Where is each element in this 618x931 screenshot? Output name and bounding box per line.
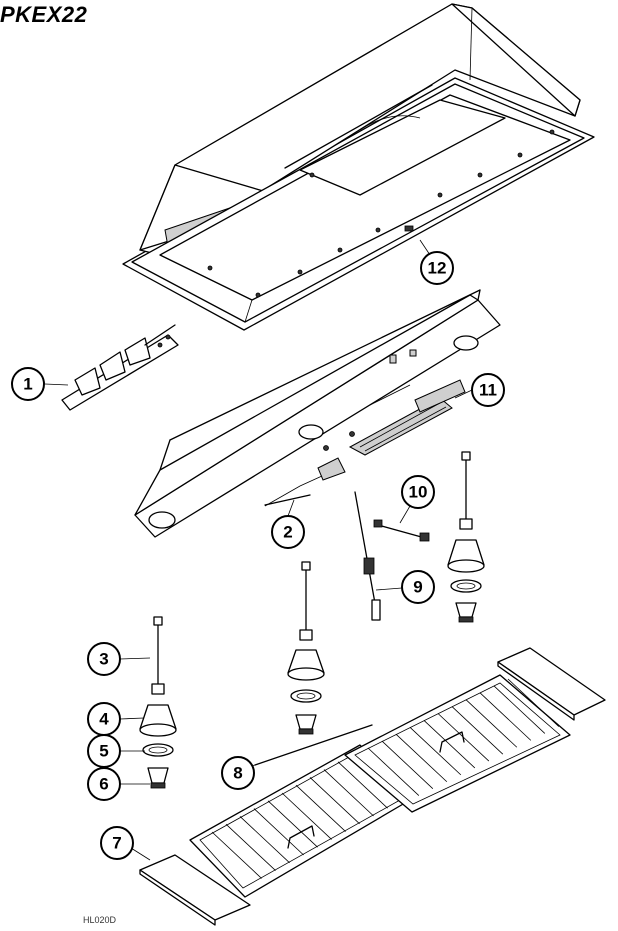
callout-2: 2 xyxy=(271,515,305,549)
light-assembly-right xyxy=(447,451,485,623)
callout-9: 9 xyxy=(401,570,435,604)
light-assembly-left xyxy=(139,616,177,789)
wire-harness-9 xyxy=(354,491,381,621)
svg-text:5: 5 xyxy=(99,742,108,761)
model-title: PKEX22 xyxy=(0,2,88,27)
callout-5: 5 xyxy=(87,734,121,768)
callout-10: 10 xyxy=(401,475,435,509)
callout-11: 11 xyxy=(471,373,505,407)
svg-text:8: 8 xyxy=(233,764,242,783)
callout-12: 12 xyxy=(420,251,454,285)
light-assembly-middle xyxy=(287,561,325,735)
svg-text:1: 1 xyxy=(23,375,32,394)
svg-text:3: 3 xyxy=(99,650,108,669)
svg-text:7: 7 xyxy=(112,834,121,853)
callout-4: 4 xyxy=(87,702,121,736)
drawing-code: HL020D xyxy=(83,915,117,925)
callout-1: 1 xyxy=(11,367,45,401)
svg-text:11: 11 xyxy=(479,381,497,400)
svg-text:2: 2 xyxy=(283,523,292,542)
svg-text:9: 9 xyxy=(413,578,422,597)
callout-3: 3 xyxy=(87,642,121,676)
control-panel-channel xyxy=(134,289,501,538)
callout-6: 6 xyxy=(87,767,121,801)
svg-text:6: 6 xyxy=(99,775,108,794)
leader-lines xyxy=(44,239,473,861)
svg-text:10: 10 xyxy=(409,483,428,502)
switch-assembly xyxy=(61,324,179,411)
trim-pieces xyxy=(139,647,606,926)
svg-text:12: 12 xyxy=(428,259,447,278)
hood-housing xyxy=(122,3,595,331)
svg-text:4: 4 xyxy=(99,710,109,729)
wire-harness-2 xyxy=(264,494,311,506)
callout-8: 8 xyxy=(221,756,255,790)
callout-7: 7 xyxy=(100,826,134,860)
grease-filters xyxy=(189,674,571,898)
connector-10 xyxy=(373,519,430,542)
